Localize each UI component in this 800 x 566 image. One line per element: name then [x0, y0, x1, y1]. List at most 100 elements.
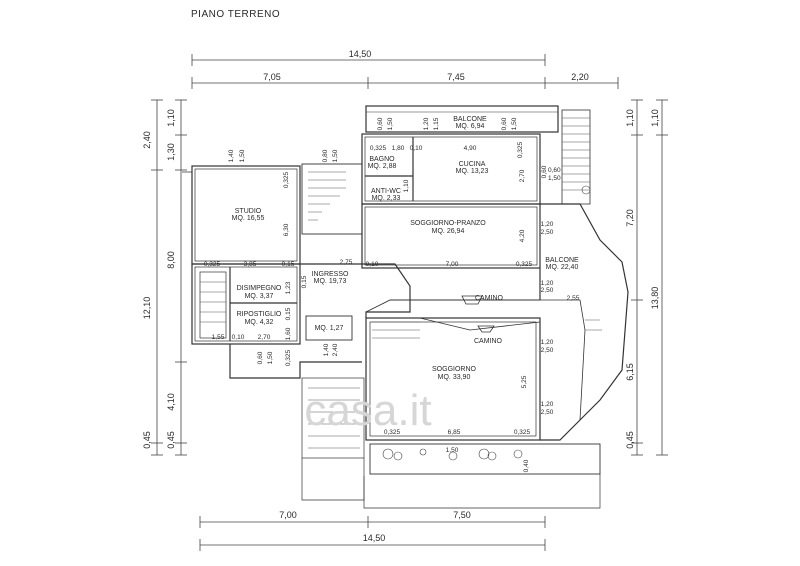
dim-inner-0-325-g: 0,325 — [384, 429, 401, 436]
room-soggiorno-pranzo-area: MQ. 26,94 — [432, 228, 465, 235]
room-balcone-top-name: BALCONE — [453, 116, 487, 123]
room-soggiorno-name: SOGGIORNO — [432, 366, 477, 373]
dim-inner-0-80: 0,80 — [322, 149, 329, 162]
room-soggiorno-area: MQ. 33,90 — [438, 374, 471, 381]
dim-inner-4-90: 4,90 — [464, 145, 477, 152]
dim-inner-1-60: 1,60 — [285, 327, 292, 340]
dim-inner-0-60-c-b: 0,60 — [548, 167, 561, 174]
plant-icons — [382, 185, 591, 461]
room-disimpegno-name: DISIMPEGNO — [237, 285, 282, 292]
dim-inner-2-75: 2,75 — [340, 259, 353, 266]
walls — [182, 105, 629, 509]
dim-left-b: 1,10 — [166, 109, 176, 127]
dim-inner-6-30: 6,30 — [283, 223, 290, 236]
left-dimension-lines — [151, 99, 187, 456]
dim-inner-0-325-b: 0,325 — [517, 141, 524, 158]
room-soggiorno-pranzo-name: SOGGIORNO-PRANZO — [410, 220, 486, 227]
dim-left-a: 2,40 — [142, 131, 152, 149]
dim-inner-7-00: 7,00 — [446, 261, 459, 268]
room-ingresso-area: MQ. 19,73 — [314, 278, 347, 285]
dim-inner-0-15-a: 0,15 — [282, 261, 295, 268]
room-ingresso-name: INGRESSO — [312, 271, 350, 278]
dim-right-b: 1,10 — [650, 109, 660, 127]
dim-inner-1-15: 1,15 — [433, 117, 440, 130]
dim-inner-1-23: 1,23 — [285, 281, 292, 294]
dim-inner-1-55: 1,55 — [212, 334, 225, 341]
dim-left-d: 8,00 — [166, 251, 176, 269]
dim-inner-0-40: 0,40 — [523, 459, 530, 472]
dim-inner-1-80: 1,80 — [392, 145, 405, 152]
dim-top-right: 2,20 — [571, 72, 589, 82]
dim-inner-1-20-c: 1,20 — [541, 280, 554, 287]
dim-inner-0-325-d: 0,325 — [204, 261, 221, 268]
dim-inner-1-10: 1,10 — [403, 179, 410, 192]
dim-inner-2-50-b: 2,50 — [541, 287, 554, 294]
room-bagno-area: MQ. 2,88 — [368, 163, 397, 170]
dim-right-f: 0,45 — [625, 431, 635, 449]
room-ripostiglio-name: RIPOSTIGLIO — [237, 311, 282, 318]
room-wc-area: MQ. 1,27 — [315, 325, 344, 332]
room-antiwc-name: ANTI-WC — [371, 188, 401, 195]
dim-inner-0-10-c: 0,10 — [232, 334, 245, 341]
dim-inner-0-325-h: 0,325 — [514, 429, 531, 436]
dim-inner-0-10-a: 0,10 — [410, 145, 423, 152]
watermark: casa.it — [304, 386, 431, 435]
dim-inner-2-70-b: 2,70 — [258, 334, 271, 341]
dim-top-total: 14,50 — [349, 49, 372, 59]
dim-bottom-total: 14,50 — [363, 533, 386, 543]
room-balcone-right-name: BALCONE — [545, 257, 579, 264]
camino-symbols — [461, 295, 495, 333]
dim-top-left: 7,05 — [263, 72, 281, 82]
dim-inner-1-50-e: 1,50 — [548, 175, 561, 182]
dim-inner-0-15-c: 0,15 — [301, 275, 308, 288]
dim-inner-1-50-f: 1,50 — [267, 351, 274, 364]
dim-inner-1-20-b: 1,20 — [541, 221, 554, 228]
dim-left-g: 0,45 — [142, 431, 152, 449]
dim-inner-1-50-c: 1,50 — [239, 149, 246, 162]
dim-inner-0-60-c: 0,60 — [541, 165, 548, 178]
stair-treads — [200, 117, 602, 449]
dim-inner-0-10-b: 0,10 — [366, 261, 379, 268]
dim-left-c: 1,30 — [166, 143, 176, 161]
dim-top-mid: 7,45 — [447, 72, 465, 82]
left-dimension-labels: 2,40 12,10 0,45 1,10 1,30 8,00 4,10 0,45 — [142, 109, 176, 449]
dim-inner-2-50-d: 2,50 — [541, 409, 554, 416]
dim-inner-1-20: 1,20 — [423, 117, 430, 130]
dim-inner-4-20: 4,20 — [519, 229, 526, 242]
dim-inner-1-40: 1,40 — [228, 149, 235, 162]
dim-inner-0-325-c: 0,325 — [283, 171, 290, 188]
room-labels: BALCONE MQ. 6,94 BAGNO MQ. 2,88 CUCINA M… — [232, 116, 579, 381]
dim-inner-0-325-a: 0,325 — [370, 145, 387, 152]
dim-inner-5-25: 5,25 — [521, 375, 528, 388]
dim-right-d: 13,80 — [650, 287, 660, 310]
room-bagno-name: BAGNO — [369, 156, 395, 163]
dim-right-a: 1,10 — [625, 109, 635, 127]
room-studio-name: STUDIO — [235, 208, 262, 215]
dim-inner-2-50-a: 2,50 — [541, 229, 554, 236]
dim-inner-2-50-c: 2,50 — [541, 347, 554, 354]
dim-inner-0-325-e: 0,325 — [516, 261, 533, 268]
room-cucina-name: CUCINA — [459, 161, 486, 168]
room-balcone-top-area: MQ. 6,94 — [456, 123, 485, 130]
dim-left-f: 4,10 — [166, 393, 176, 411]
room-studio-area: MQ. 16,55 — [232, 215, 265, 222]
dim-inner-3-85: 3,85 — [244, 261, 257, 268]
dim-inner-1-50-d: 1,50 — [332, 149, 339, 162]
dim-inner-0-60-a: 0,60 — [377, 117, 384, 130]
dim-bottom-right: 7,50 — [453, 510, 471, 520]
room-balcone-right-area: MQ. 22,40 — [546, 264, 579, 271]
dim-inner-1-20-e: 1,20 — [541, 401, 554, 408]
dim-left-h: 0,45 — [166, 431, 176, 449]
dim-inner-1-40-b: 1,40 — [323, 343, 330, 356]
dim-inner-1-50-b: 1,50 — [511, 117, 518, 130]
room-cucina-area: MQ. 13,23 — [456, 168, 489, 175]
dim-inner-0-15-b: 0,15 — [285, 307, 292, 320]
dim-inner-1-50-a: 1,50 — [387, 117, 394, 130]
dim-inner-0-325-f: 0,325 — [285, 349, 292, 366]
dim-inner-0-60-d: 0,60 — [257, 351, 264, 364]
dim-inner-2-70: 2,70 — [519, 169, 526, 182]
dim-inner-1-20-d: 1,20 — [541, 339, 554, 346]
bottom-dimension-lines — [199, 516, 546, 551]
dim-bottom-left: 7,00 — [279, 510, 297, 520]
dim-inner-2-55: 2,55 — [567, 295, 580, 302]
